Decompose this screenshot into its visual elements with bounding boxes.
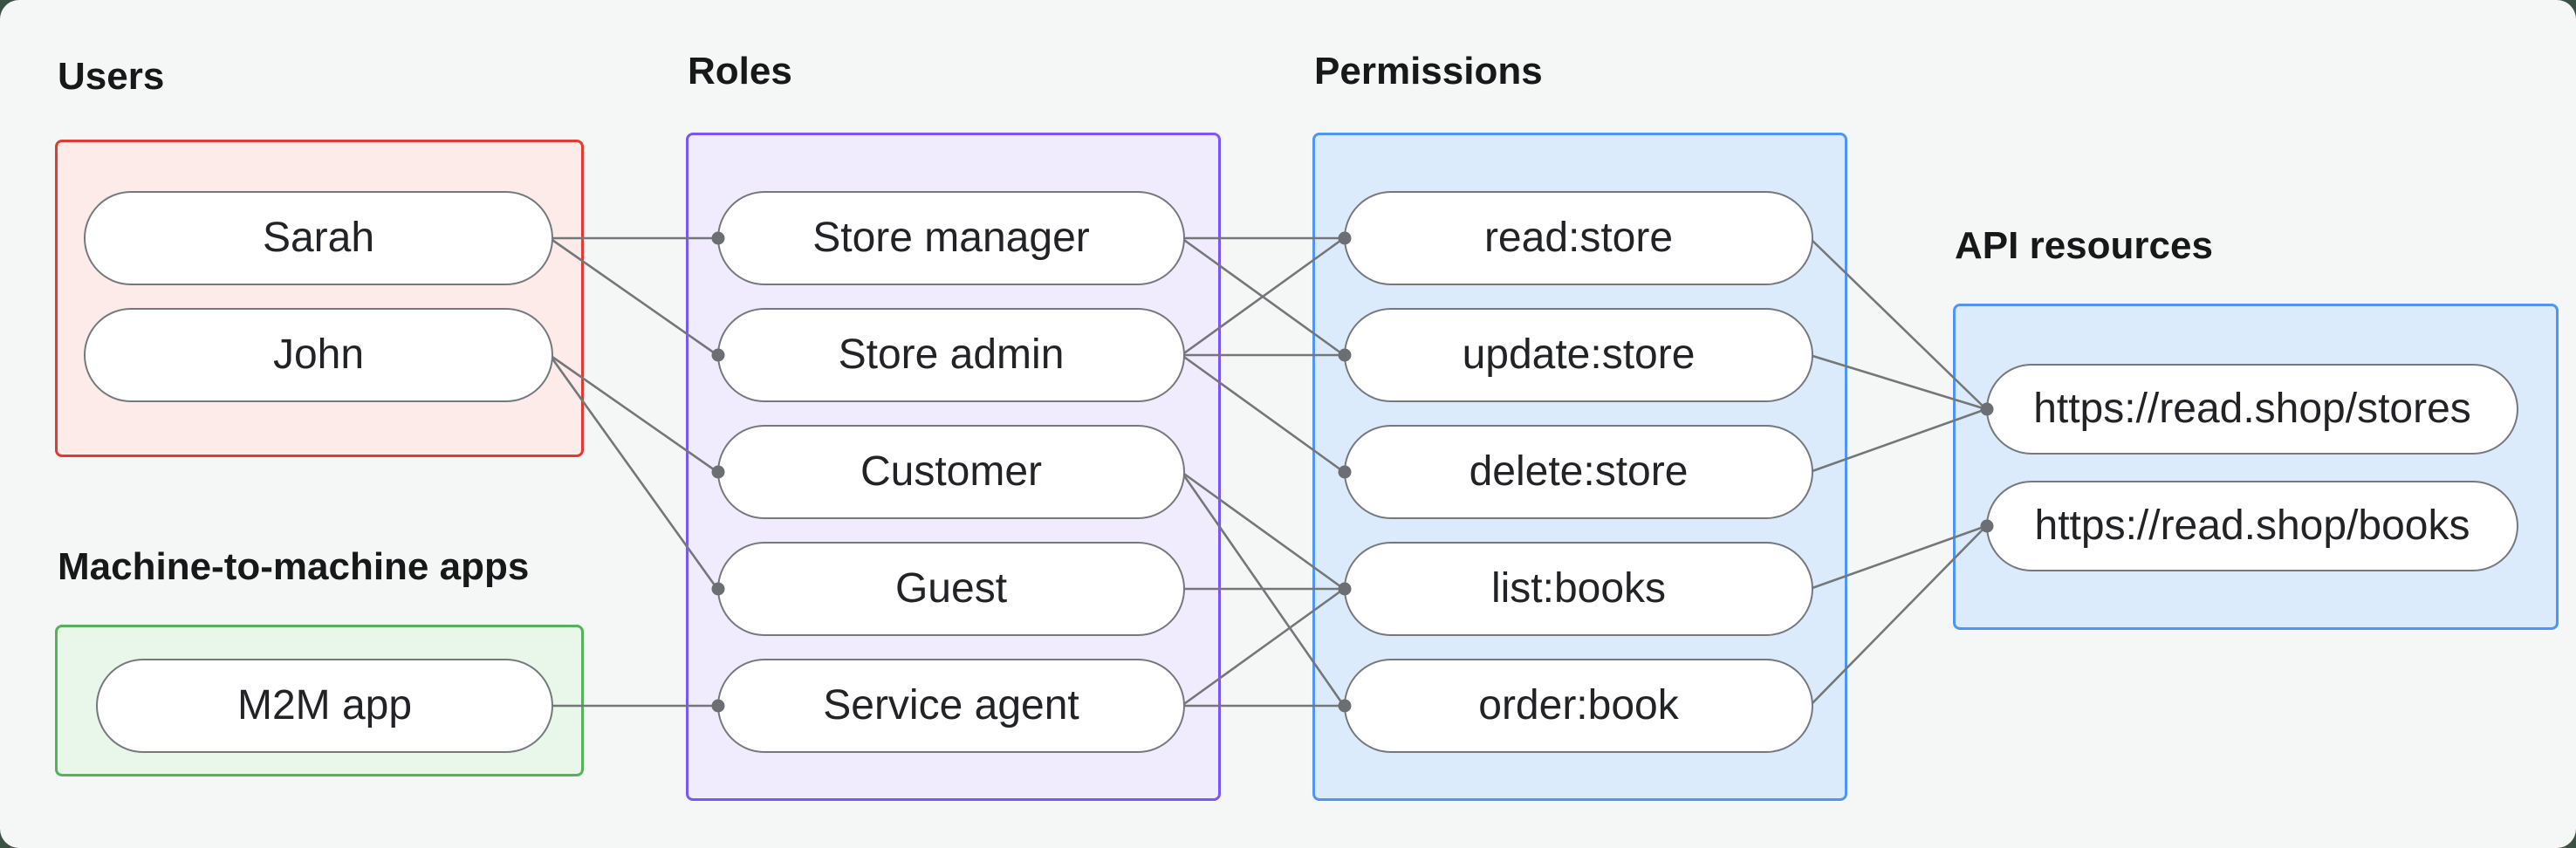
node-pill-read-store: read:store bbox=[1344, 191, 1813, 285]
node-pill-order-book: order:book bbox=[1344, 659, 1813, 753]
node-pill-list-books: list:books bbox=[1344, 542, 1813, 636]
node-pill-m2m-app: M2M app bbox=[96, 659, 553, 753]
node-pill-store-admin: Store admin bbox=[717, 308, 1185, 402]
roles-heading: Roles bbox=[688, 50, 792, 92]
node-pill-sarah: Sarah bbox=[84, 191, 553, 285]
permissions-heading: Permissions bbox=[1314, 50, 1543, 92]
node-pill-guest: Guest bbox=[717, 542, 1185, 636]
m2m-heading: Machine-to-machine apps bbox=[58, 545, 530, 588]
api-resources-heading: API resources bbox=[1955, 224, 2213, 267]
node-pill-service-agent: Service agent bbox=[717, 659, 1185, 753]
node-pill-https-read-shop-stores: https://read.shop/stores bbox=[1986, 364, 2518, 455]
node-pill-store-manager: Store manager bbox=[717, 191, 1185, 285]
node-pill-john: John bbox=[84, 308, 553, 402]
node-pill-update-store: update:store bbox=[1344, 308, 1813, 402]
node-pill-https-read-shop-books: https://read.shop/books bbox=[1986, 481, 2518, 571]
users-heading: Users bbox=[58, 55, 165, 98]
node-pill-delete-store: delete:store bbox=[1344, 425, 1813, 519]
node-pill-customer: Customer bbox=[717, 425, 1185, 519]
api-resources-group-box bbox=[1953, 304, 2559, 630]
